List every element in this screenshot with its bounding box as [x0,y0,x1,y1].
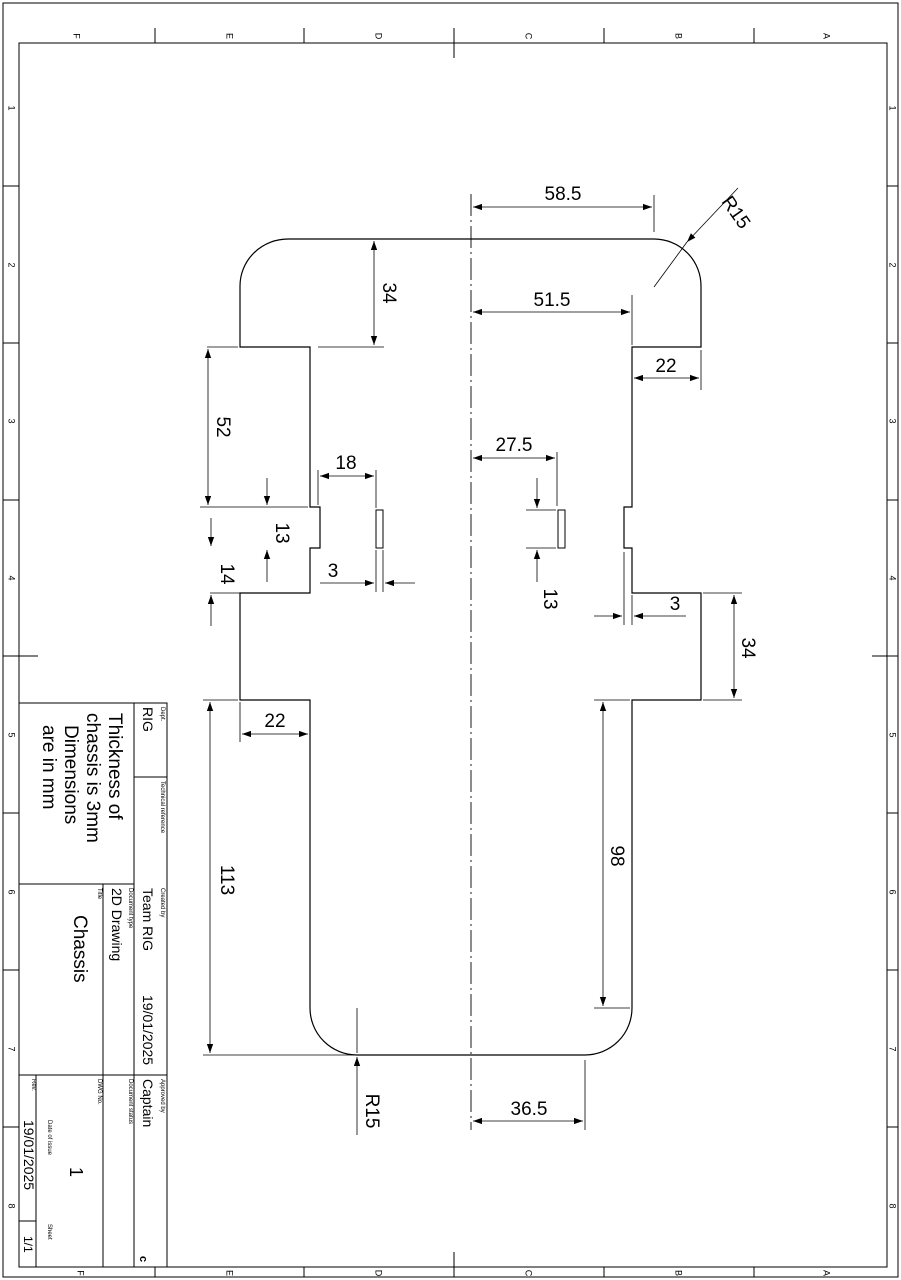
tb-dept: RIG [140,707,156,732]
dim-36-5: 36.5 [511,1099,548,1120]
tb-sheet-label: Sheet [46,1224,52,1240]
dim-52: 52 [212,416,233,437]
dimension-values: 58.5 R15 51.5 34 22 52 27.5 18 13 14 3 1… [212,184,758,1128]
zone-right-4: 4 [888,575,898,580]
zone-left-6: 6 [7,889,17,894]
zone-right-2: 2 [888,262,898,267]
zone-top-e: E [225,33,235,39]
tb-doctype-label: Document type [127,888,133,929]
dim-51-5: 51.5 [534,290,571,311]
tb-note-line-4: are in mm [38,725,59,809]
zone-left-8: 8 [7,1203,17,1208]
tb-note-line-2: chassis is 3mm [82,713,103,843]
tb-approved-by: Captain [140,1079,156,1127]
dim-34-top: 34 [378,282,399,304]
dim-27-5: 27.5 [496,435,533,456]
slot-left [375,509,384,549]
tb-note-line-3: Dimensions [60,725,81,824]
zone-bottom-f: F [76,1270,86,1276]
tb-note-line-1: Thickness of [104,713,125,820]
zone-top-b: B [674,33,684,39]
dim-22-right: 22 [655,356,676,377]
zone-right-5: 5 [888,732,898,737]
tb-date-issue-label: Date of issue [46,1120,52,1156]
zone-right-8: 8 [888,1203,898,1208]
zone-top-c: C [524,33,534,40]
inner-border [18,42,888,1268]
dim-3-left: 3 [328,561,339,582]
tb-docstatus-label: Document status [127,1079,133,1124]
dim-r15-bottom: R15 [361,1094,382,1129]
zone-bottom-d: D [374,1270,384,1277]
zone-labels: F E D C B A F E D C B A 1 2 3 4 5 6 7 8 … [7,33,898,1277]
tb-techref-label: Technical reference [159,781,165,834]
tb-note: Thickness of chassis is 3mm Dimensions a… [38,713,125,843]
tb-lang: c [137,1256,149,1262]
tb-doctype: 2D Drawing [109,888,125,961]
dim-18: 18 [335,453,356,474]
zone-right-1: 1 [888,105,898,110]
slot-right [557,509,566,549]
zone-bottom-a: A [822,1270,832,1276]
tb-dept-label: Dept. [159,707,165,722]
zone-left-5: 5 [7,732,17,737]
title-block: Dept. Technical reference Created by App… [18,702,168,1268]
dim-34-right: 34 [737,637,758,659]
zone-left-3: 3 [7,418,17,423]
chassis-outline [239,238,702,1056]
tb-rev: 1 [66,1167,86,1177]
tb-date-issue: 19/01/2025 [21,1120,37,1190]
dim-r15-top: R15 [717,192,754,233]
tb-rev-label: Rev. [30,1079,36,1091]
tb-title: Chassis [69,915,90,983]
tb-created-by: Team RIG [140,888,156,951]
dim-113: 113 [216,865,237,895]
dim-14: 14 [216,563,237,585]
dim-13-right: 13 [539,588,560,609]
tb-created-by-label: Created by [159,888,165,917]
zone-right-7: 7 [888,1046,898,1051]
zone-right-3: 3 [888,418,898,423]
zone-bottom-b: B [674,1270,684,1276]
zone-left-7: 7 [7,1046,17,1051]
dim-58-5: 58.5 [545,184,582,205]
tb-created-date: 19/01/2025 [140,995,156,1065]
tb-sheet: 1/1 [21,1236,35,1253]
zone-top-d: D [374,33,384,40]
tb-title-label: Title [96,888,102,900]
dim-98: 98 [606,845,627,866]
zone-bottom-e: E [225,1270,235,1276]
dim-13-left: 13 [271,522,292,543]
tb-approved-by-label: Approved by [159,1079,165,1113]
tb-dwgno-label: DWG No. [96,1079,102,1105]
dimension-lines [200,187,742,1135]
zone-top-f: F [72,33,82,39]
zone-left-2: 2 [7,262,17,267]
dim-3-right: 3 [670,594,681,615]
zone-bottom-c: C [524,1270,534,1277]
zone-left-4: 4 [7,575,17,580]
zone-top-a: A [822,33,832,39]
zone-left-1: 1 [7,105,17,110]
dim-22-left: 22 [264,711,285,732]
zone-right-6: 6 [888,889,898,894]
